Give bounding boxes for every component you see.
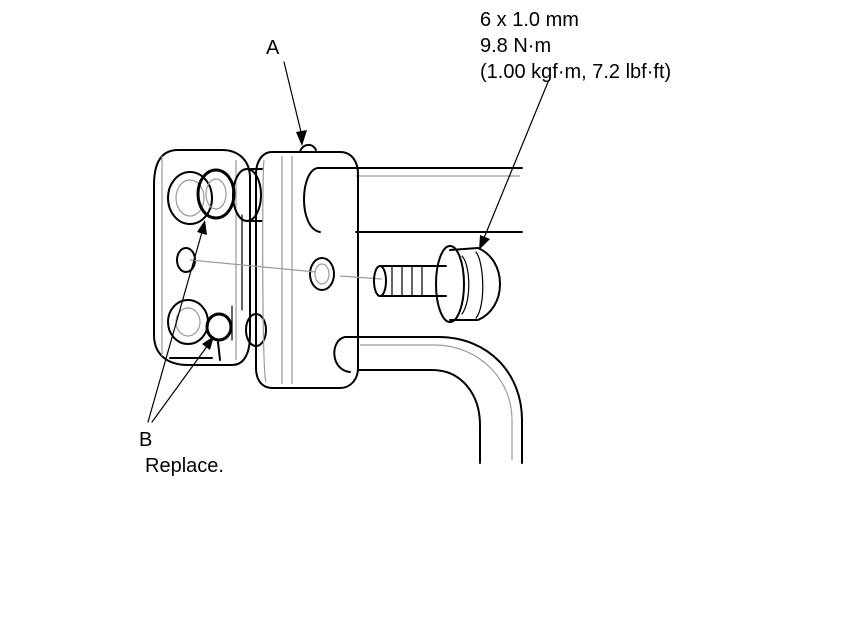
- refrigerant-pipes: [303, 167, 523, 464]
- leader-arrow-b-lower: [202, 336, 214, 350]
- label-bolt-torque-alt: (1.00 kgf·m, 7.2 lbf·ft): [480, 61, 671, 83]
- leader-arrow-a: [296, 130, 307, 146]
- label-bolt-size: 6 x 1.0 mm: [480, 9, 579, 31]
- label-part-b: B: [139, 429, 152, 451]
- flange-bolt: [373, 245, 501, 323]
- label-bolt-torque: 9.8 N·m: [480, 35, 551, 57]
- alignment-line: [189, 259, 317, 273]
- leader-lines: [147, 61, 549, 423]
- alignment-line-bolt: [339, 275, 383, 280]
- rear-connector-plate: [153, 149, 251, 366]
- leader-arrow-bolt: [479, 235, 490, 250]
- label-part-b-note: Replace.: [145, 455, 224, 477]
- o-ring-lower: [205, 312, 233, 342]
- leader-arrow-b-upper: [197, 220, 207, 235]
- label-part-a: A: [266, 37, 280, 59]
